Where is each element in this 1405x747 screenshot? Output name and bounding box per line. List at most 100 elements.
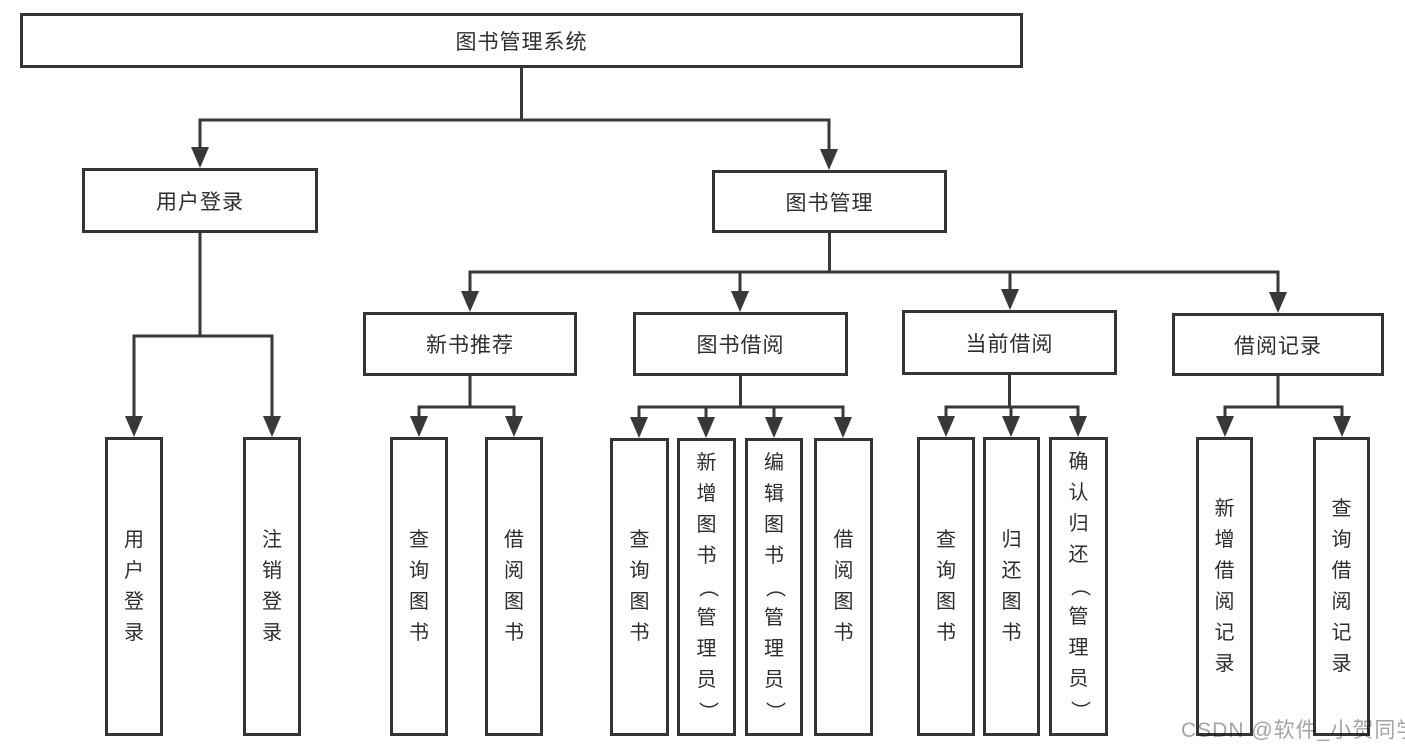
arrowhead-down-icon xyxy=(731,291,749,312)
arrowhead-down-icon xyxy=(191,147,209,168)
label-char: 询 xyxy=(409,559,429,582)
node-leaf-return-book: 归还图书 xyxy=(983,437,1040,736)
node-label-vertical: 用户登录 xyxy=(124,525,144,649)
node-user-login: 用户登录 xyxy=(82,168,318,233)
label-char: ） xyxy=(763,701,786,721)
node-label-vertical: 确认归还（管理员） xyxy=(1068,447,1090,726)
label-char: 查 xyxy=(629,529,650,551)
node-label: 借阅记录 xyxy=(1234,334,1322,358)
label-char: 录 xyxy=(1214,652,1235,675)
label-char: 增 xyxy=(1214,528,1235,551)
label-char: 归 xyxy=(1001,528,1022,551)
arrowhead-down-icon xyxy=(461,291,479,312)
arrowhead-down-icon xyxy=(1269,292,1287,313)
node-label-vertical: 查询图书 xyxy=(936,525,956,649)
node-leaf-borrow-book-2: 借阅图书 xyxy=(814,438,873,736)
label-char: （ xyxy=(1068,576,1090,597)
label-char: 图 xyxy=(504,590,524,613)
node-current-borrow: 当前借阅 xyxy=(902,310,1117,375)
node-leaf-query-borrow-record: 查询借阅记录 xyxy=(1313,437,1370,736)
arrowhead-down-icon xyxy=(1002,416,1020,437)
label-char: 员 xyxy=(696,668,717,691)
label-char: 认 xyxy=(1068,482,1089,504)
label-char: 图 xyxy=(936,590,956,613)
node-book-management: 图书管理 xyxy=(712,170,947,233)
node-label-vertical: 借阅图书 xyxy=(504,525,524,649)
label-char: ） xyxy=(1068,700,1090,721)
node-leaf-user-login: 用户登录 xyxy=(105,437,163,736)
node-leaf-add-book: 新增图书（管理员） xyxy=(677,438,736,736)
node-label-vertical: 查询借阅记录 xyxy=(1332,494,1352,680)
arrowhead-down-icon xyxy=(1001,289,1019,310)
label-char: 图 xyxy=(696,513,717,536)
label-char: 员 xyxy=(1068,668,1089,690)
arrowhead-down-icon xyxy=(263,416,281,437)
node-label-vertical: 新增图书（管理员） xyxy=(696,448,718,727)
label-char: 记 xyxy=(1214,621,1235,644)
label-char: 注 xyxy=(262,528,282,551)
label-char: 录 xyxy=(124,621,144,644)
label-char: 借 xyxy=(1331,559,1352,582)
arrowhead-down-icon xyxy=(1333,416,1351,437)
node-leaf-logout: 注销登录 xyxy=(243,437,301,736)
label-char: 登 xyxy=(124,590,144,613)
label-char: 理 xyxy=(696,637,717,660)
label-char: 询 xyxy=(1331,528,1352,551)
arrowhead-down-icon xyxy=(125,416,143,437)
label-char: 书 xyxy=(504,621,524,644)
node-label-vertical: 归还图书 xyxy=(1002,525,1022,649)
arrowhead-down-icon xyxy=(1216,416,1234,437)
node-label-vertical: 编辑图书（管理员） xyxy=(764,448,786,727)
node-leaf-query-book-1: 查询图书 xyxy=(390,437,448,736)
label-char: 阅 xyxy=(833,560,854,582)
label-char: 理 xyxy=(764,637,784,660)
node-leaf-confirm-return: 确认归还（管理员） xyxy=(1049,437,1108,736)
node-label: 新书推荐 xyxy=(426,334,514,357)
arrowhead-down-icon xyxy=(937,416,955,437)
label-char: 图 xyxy=(764,513,784,536)
node-label: 当前借阅 xyxy=(965,332,1054,356)
label-char: 书 xyxy=(764,544,784,567)
label-char: 询 xyxy=(629,560,650,582)
node-label-vertical: 查询图书 xyxy=(409,525,429,649)
node-leaf-add-borrow-record: 新增借阅记录 xyxy=(1196,437,1253,736)
node-label: 图书管理 xyxy=(785,191,874,215)
label-char: （ xyxy=(696,577,718,597)
label-char: 图 xyxy=(833,591,854,613)
node-label: 图书借阅 xyxy=(696,334,785,357)
label-char: 录 xyxy=(1331,652,1352,675)
label-char: 录 xyxy=(262,621,282,644)
arrowhead-down-icon xyxy=(820,149,838,170)
label-char: 销 xyxy=(262,559,282,582)
label-char: 查 xyxy=(409,528,429,551)
label-char: 管 xyxy=(764,606,784,629)
label-char: 查 xyxy=(936,528,956,551)
arrowhead-down-icon xyxy=(630,417,648,438)
label-char: 询 xyxy=(936,559,956,582)
node-label-vertical: 新增借阅记录 xyxy=(1215,494,1235,680)
node-leaf-borrow-book-1: 借阅图书 xyxy=(485,437,543,736)
node-leaf-query-book-3: 查询图书 xyxy=(917,437,975,736)
label-char: 还 xyxy=(1001,559,1022,582)
node-label-vertical: 借阅图书 xyxy=(834,525,854,649)
arrowhead-down-icon xyxy=(697,417,715,438)
label-char: 户 xyxy=(124,559,144,582)
label-char: 借 xyxy=(833,529,854,551)
node-book-borrow: 图书借阅 xyxy=(633,312,848,376)
label-char: 图 xyxy=(1001,590,1022,613)
label-char: 编 xyxy=(764,451,784,474)
label-char: 书 xyxy=(1001,621,1022,644)
label-char: 理 xyxy=(1068,637,1089,659)
label-char: 归 xyxy=(1068,513,1089,535)
label-char: 记 xyxy=(1331,621,1352,644)
label-char: 借 xyxy=(504,528,524,551)
node-root: 图书管理系统 xyxy=(20,13,1023,68)
node-label-vertical: 查询图书 xyxy=(630,525,650,649)
node-new-book-recommend: 新书推荐 xyxy=(363,312,577,376)
arrowhead-down-icon xyxy=(834,417,852,438)
arrowhead-down-icon xyxy=(1069,416,1087,437)
label-char: 管 xyxy=(1068,606,1089,628)
label-char: 借 xyxy=(1214,559,1235,582)
